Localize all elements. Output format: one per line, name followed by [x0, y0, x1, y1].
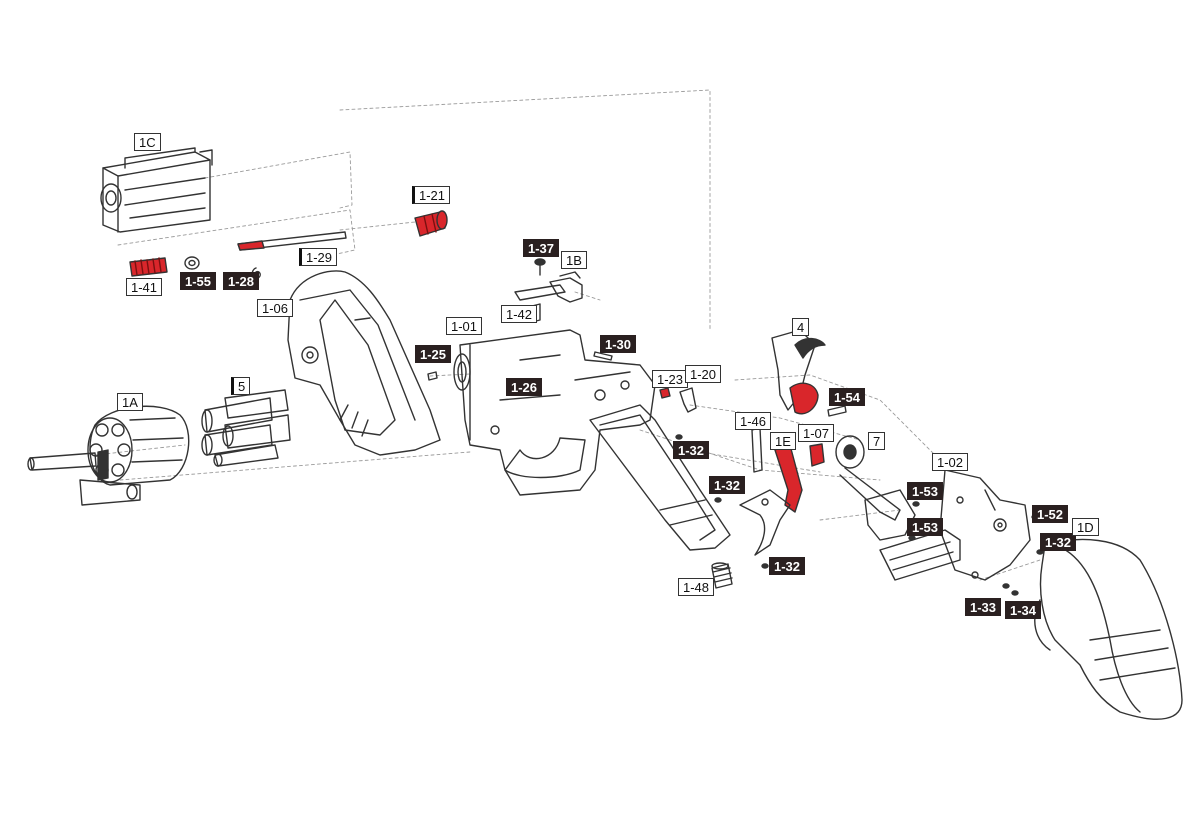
part-label-1-37[interactable]: 1-37 — [523, 239, 560, 257]
small-screws — [675, 434, 1044, 596]
grip-part — [1034, 538, 1183, 720]
threaded-ring-part — [711, 562, 733, 589]
part-label-1-32[interactable]: 1-32 — [673, 441, 710, 459]
red-block-part — [809, 443, 825, 467]
detent-part — [659, 387, 671, 399]
part-label-1-25[interactable]: 1-25 — [415, 345, 452, 363]
trigger-bar-part — [751, 427, 763, 473]
part-label-1-32[interactable]: 1-32 — [1040, 533, 1077, 551]
part-label-1-41[interactable]: 1-41 — [126, 278, 163, 296]
muzzle-cap-part — [414, 210, 448, 237]
part-label-4[interactable]: 4 — [792, 318, 810, 336]
bracket-part — [514, 271, 583, 303]
part-label-1-32[interactable]: 1-32 — [709, 476, 746, 494]
part-label-1-54[interactable]: 1-54 — [829, 388, 866, 406]
part-label-1c[interactable]: 1C — [134, 133, 161, 151]
mainspring-assembly-part — [835, 435, 916, 541]
part-label-1b[interactable]: 1B — [561, 251, 587, 269]
main-frame-part — [453, 329, 656, 496]
trigger-part — [739, 489, 791, 556]
part-label-1-46[interactable]: 1-46 — [735, 412, 772, 430]
part-label-1-32[interactable]: 1-32 — [769, 557, 806, 575]
part-label-1-55[interactable]: 1-55 — [180, 272, 217, 290]
part-label-1a[interactable]: 1A — [117, 393, 143, 411]
part-label-1-33[interactable]: 1-33 — [965, 598, 1002, 616]
pin-part — [593, 351, 613, 361]
part-label-1-02[interactable]: 1-02 — [932, 453, 969, 471]
part-label-1e[interactable]: 1E — [770, 432, 796, 450]
inner-barrel-part — [237, 231, 347, 251]
assembly-leader-lines — [94, 89, 1041, 581]
hammer-part — [771, 329, 826, 415]
trigger-spring-part — [774, 444, 803, 513]
hammer-pin-part — [827, 405, 847, 417]
part-label-1-52[interactable]: 1-52 — [1032, 505, 1069, 523]
part-label-1-26[interactable]: 1-26 — [506, 378, 543, 396]
part-label-7[interactable]: 7 — [868, 432, 886, 450]
part-label-1-30[interactable]: 1-30 — [600, 335, 637, 353]
part-label-1-34[interactable]: 1-34 — [1005, 601, 1042, 619]
part-label-1-21[interactable]: 1-21 — [412, 186, 451, 204]
part-label-5[interactable]: 5 — [231, 377, 251, 395]
part-label-1-53[interactable]: 1-53 — [907, 482, 944, 500]
washer-part — [184, 256, 200, 270]
part-label-1-29[interactable]: 1-29 — [299, 248, 338, 266]
right-side-plate-part — [939, 469, 1031, 581]
small-pin-part — [427, 371, 438, 381]
spring-part — [129, 257, 168, 277]
part-label-1-01[interactable]: 1-01 — [446, 317, 483, 335]
part-label-1-07[interactable]: 1-07 — [798, 424, 835, 442]
screw-part — [534, 258, 546, 276]
grip-frame-part — [589, 404, 731, 551]
cylinder-assembly-part — [27, 405, 190, 506]
latch-part — [679, 387, 697, 413]
part-label-1-42[interactable]: 1-42 — [501, 305, 538, 323]
part-label-1-28[interactable]: 1-28 — [223, 272, 260, 290]
part-label-1d[interactable]: 1D — [1072, 518, 1099, 536]
side-plate-part — [287, 270, 441, 456]
cartridges-part — [201, 389, 291, 467]
part-label-1-23[interactable]: 1-23 — [652, 370, 689, 388]
part-label-1-06[interactable]: 1-06 — [257, 299, 294, 317]
part-label-1-48[interactable]: 1-48 — [678, 578, 715, 596]
part-label-1-53[interactable]: 1-53 — [907, 518, 944, 536]
barrel-housing-part — [100, 147, 213, 233]
part-label-1-20[interactable]: 1-20 — [685, 365, 722, 383]
